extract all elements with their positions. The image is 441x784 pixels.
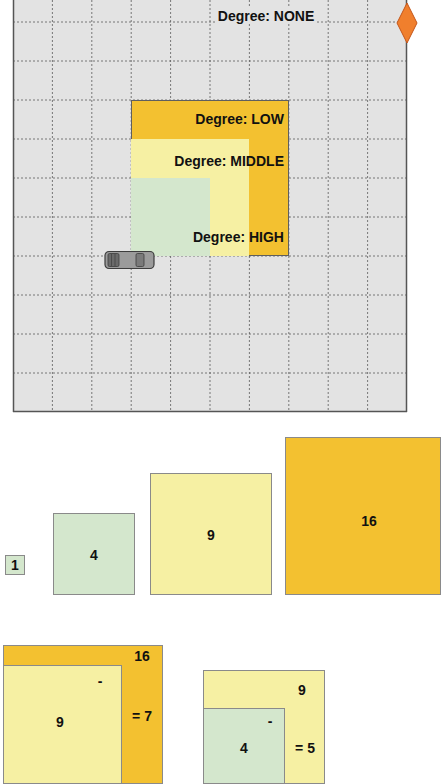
car-icon [103,249,157,271]
degree-label: Degree: LOW [195,111,284,127]
area-number: 9 [56,714,64,730]
area-square: 16 [285,437,441,595]
area-number: 16 [361,513,377,529]
area-square: 4 [53,513,135,595]
area-number: 4 [90,547,98,563]
area-number: 4 [240,740,248,756]
area-square: 9= 54- [203,670,325,784]
area-square: 9 [150,473,272,595]
area-square: 1 [5,555,25,575]
area-number: 16 [134,648,150,664]
result-label: = 7 [132,708,152,724]
low-zone: Degree: LOWDegree: MIDDLEDegree: HIGH [131,100,289,256]
area-number: 1 [11,557,19,573]
middle-zone: Degree: MIDDLEDegree: HIGH [131,139,249,256]
degree-label: Degree: NONE [215,8,317,24]
operator-label: - [98,673,103,689]
degree-label: Degree: HIGH [193,229,284,245]
position-marker [396,2,418,44]
grid-lines [13,0,407,412]
grid-region: Degree: NONEDegree: LOWDegree: MIDDLEDeg… [13,0,407,412]
area-square: 16= 79- [3,645,163,784]
area-square: 9- [3,665,122,784]
grid-ground [13,0,407,412]
operator-label: - [268,713,273,729]
result-label: = 5 [295,740,315,756]
grid-border [13,0,407,412]
degree-label: Degree: MIDDLE [174,153,284,169]
high-zone: Degree: HIGH [131,178,210,256]
area-number: 9 [298,682,306,698]
area-number: 9 [207,527,215,543]
area-square: 4- [203,708,285,784]
